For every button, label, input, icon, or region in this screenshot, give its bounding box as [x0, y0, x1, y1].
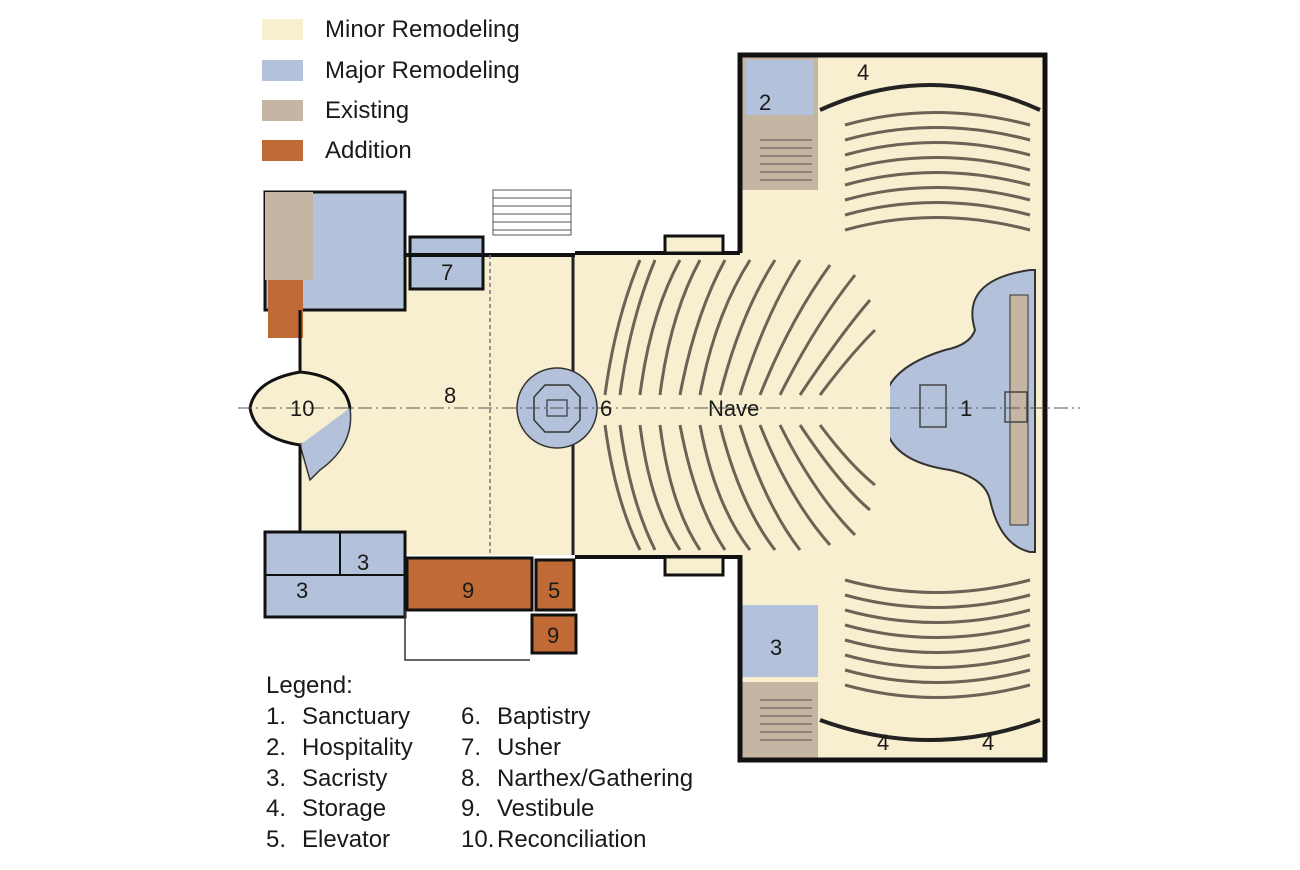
legend-text: Narthex/Gathering — [497, 764, 694, 792]
nave-bay-top — [663, 234, 725, 255]
label-sanctuary: 1 — [960, 396, 972, 421]
sanctuary-back-wall — [1009, 294, 1029, 526]
key-label: Existing — [325, 97, 410, 124]
legend-number: 4. — [266, 795, 287, 823]
nave-bay-bottom — [663, 555, 725, 577]
key-label: Major Remodeling — [325, 57, 520, 84]
legend-number: 5. — [266, 826, 287, 854]
pews-lower — [844, 578, 1031, 699]
key-label: Minor Remodeling — [325, 16, 520, 43]
vestibule-main — [405, 556, 534, 612]
label-storage-c: 4 — [982, 730, 994, 755]
vestibule-small — [530, 613, 578, 655]
existing-rooms-bottom — [740, 682, 818, 760]
altar — [919, 384, 947, 428]
key-label: Addition — [325, 137, 412, 164]
stairs-top — [760, 139, 812, 181]
hospitality-room — [746, 60, 814, 115]
left-wing — [248, 190, 407, 619]
stairs-bottom — [760, 699, 812, 741]
legend-title: Legend: — [266, 672, 353, 699]
narthex-area — [405, 189, 598, 555]
entry-canopy — [404, 610, 530, 661]
swatch-addition — [262, 140, 303, 161]
legend-text: Sanctuary — [302, 703, 411, 730]
nave-area — [575, 190, 890, 605]
label-storage-a: 4 — [857, 60, 869, 85]
legend-number: 9. — [461, 795, 482, 823]
baptistry-octagon — [533, 384, 581, 433]
legend-number: 10. — [461, 826, 495, 854]
label-sacristy-c: 3 — [770, 635, 782, 660]
usher-room — [408, 235, 485, 291]
label-storage-b: 4 — [877, 730, 889, 755]
label-vestibule-a: 9 — [462, 578, 474, 603]
legend-number: 8. — [461, 764, 482, 792]
label-nave: Nave — [708, 396, 759, 421]
room-labels: 1 2 3 3 3 4 4 4 5 6 7 8 9 9 10 Nave — [290, 60, 994, 755]
tabernacle — [1004, 391, 1028, 423]
legend-text: Reconciliation — [497, 826, 647, 854]
swatch-major-remodeling — [262, 60, 303, 81]
label-vestibule-b: 9 — [547, 623, 559, 648]
legend-text: Usher — [497, 733, 562, 761]
legend-text: Elevator — [302, 826, 391, 854]
stair-top-left — [265, 192, 313, 280]
legend-number: 6. — [461, 703, 482, 730]
label-baptistry: 6 — [600, 396, 612, 421]
vestibule-area — [404, 556, 578, 661]
legend-text: Hospitality — [302, 733, 413, 761]
swatch-minor-remodeling — [262, 19, 303, 40]
nave-pews — [603, 259, 877, 551]
sacristy-room-right — [740, 605, 818, 677]
label-narthex: 8 — [444, 383, 456, 408]
baptistry-basin — [546, 399, 568, 417]
legend-text: Vestibule — [497, 795, 595, 823]
legend-number: 2. — [266, 733, 287, 761]
addition-stair-left — [268, 280, 303, 338]
elevator-room — [534, 558, 576, 612]
legend-text: Baptistry — [497, 703, 591, 730]
label-usher: 7 — [441, 260, 453, 285]
arc-wall-top — [819, 83, 1041, 112]
label-elevator: 5 — [548, 578, 560, 603]
legend-text: Sacristy — [302, 764, 388, 792]
label-hospitality: 2 — [759, 90, 771, 115]
label-reconciliation: 10 — [290, 396, 314, 421]
reconciliation-side — [299, 407, 352, 482]
legend-text: Storage — [302, 795, 387, 823]
pews-upper — [844, 111, 1031, 232]
legend-number: 3. — [266, 764, 287, 792]
label-sacristy-b: 3 — [296, 578, 308, 603]
legend-number: 1. — [266, 703, 287, 730]
legend-number: 7. — [461, 733, 482, 761]
arc-wall-bottom — [819, 718, 1041, 742]
entry-stairs — [492, 189, 572, 236]
label-sacristy-a: 3 — [357, 550, 369, 575]
swatch-existing — [262, 100, 303, 121]
